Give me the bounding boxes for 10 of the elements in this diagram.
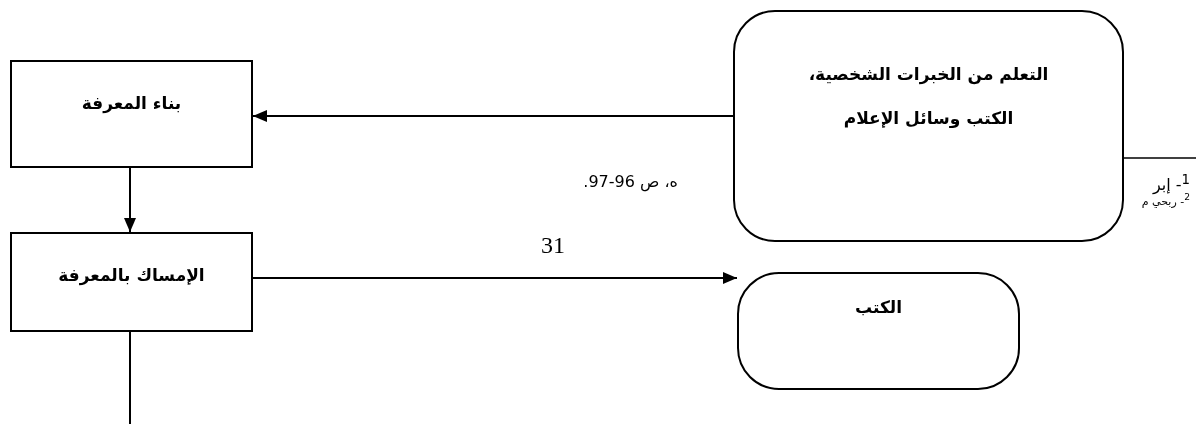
line [129, 331, 131, 424]
rounded-box: التعلم من الخبرات الشخصية، الكتب وسائل الإعلام [733, 10, 1124, 242]
arrow [252, 272, 738, 284]
page-number: 31 [541, 232, 565, 259]
process-box: الإمساك بالمعرفة [10, 232, 253, 332]
arrow [124, 167, 136, 233]
rounded-box: الكتب [737, 272, 1020, 390]
footnote-text: ه، ص 96-97. [583, 172, 678, 191]
arrow [252, 110, 734, 122]
process-box: بناء المعرفة [10, 60, 253, 168]
